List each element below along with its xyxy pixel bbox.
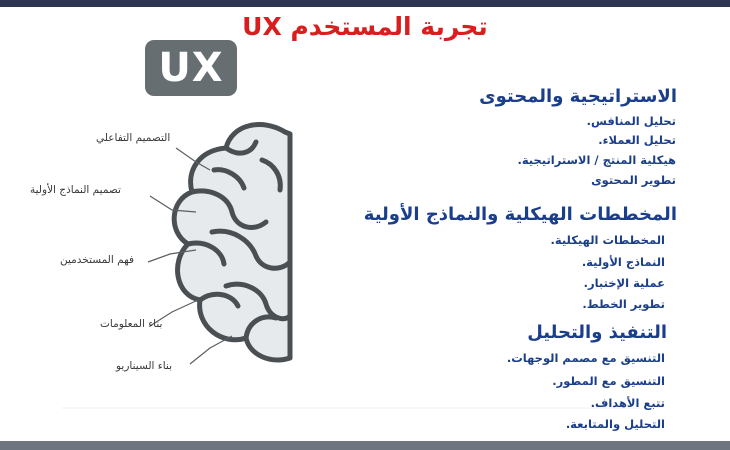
list-item: عملية الإختبار. [583, 276, 665, 290]
list-item: تتبع الأهداف. [590, 396, 665, 410]
section-title-strategy: الاستراتيجية والمحتوى [479, 86, 677, 107]
brain-label-information-architecture: بناء المعلومات [100, 318, 163, 330]
brain-label-interaction-design: التصميم التفاعلي [96, 132, 171, 144]
section-title-implementation: التنفيذ والتحليل [527, 322, 667, 343]
list-item: هيكلية المنتج / الاستراتيجية. [517, 153, 676, 167]
list-item: التحليل والمتابعة. [565, 417, 665, 431]
brain-label-prototype-design: تصميم النماذج الأولية [30, 184, 121, 196]
list-item: التنسيق مع مصمم الوجهات. [506, 351, 665, 365]
ux-badge: UX [145, 40, 237, 96]
list-item: تحليل المنافس. [586, 114, 676, 128]
page-title: تجربة المستخدم UX [242, 12, 488, 41]
brain-icon [171, 122, 293, 363]
list-item: تطوير الخطط. [582, 297, 665, 311]
section-title-wireframes: المخططات الهيكلية والنماذج الأولية [363, 204, 677, 225]
list-item: التنسيق مع المطور. [552, 374, 665, 388]
list-item: النماذج الأولية. [581, 255, 665, 269]
list-item: المخططات الهيكلية. [550, 233, 665, 247]
bottom-bar [0, 441, 730, 450]
list-item: تحليل العملاء. [598, 133, 676, 147]
brain-label-scenario-building: بناء السيناريو [116, 360, 173, 372]
brain-label-user-understanding: فهم المستخدمين [60, 254, 134, 266]
list-item: تطوير المحتوى [591, 173, 676, 187]
connector-lines [147, 147, 233, 365]
top-bar [0, 0, 730, 7]
